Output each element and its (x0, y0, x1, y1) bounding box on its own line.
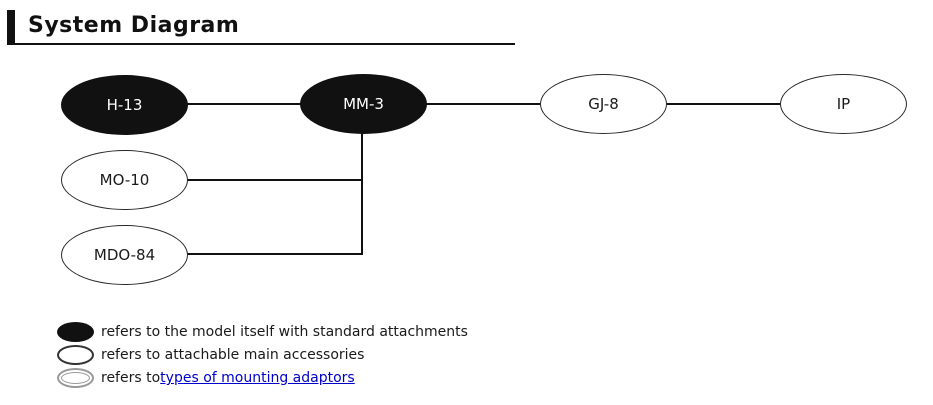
page-title: System Diagram (28, 13, 240, 38)
node-h13: H-13 (61, 75, 188, 135)
node-ip-label: IP (836, 95, 851, 113)
legend-accessories-text: refers to attachable main accessories (101, 347, 365, 363)
outline-ellipse-icon (57, 345, 94, 365)
legend-row-accessories: refers to attachable main accessories (57, 345, 468, 365)
connector-mo10-mm3 (186, 179, 363, 181)
connector-mm3-gj8 (425, 103, 542, 105)
connector-mm3-drop (361, 132, 363, 255)
node-mm3: MM-3 (300, 74, 427, 134)
legend-row-adaptors: refers to types of mounting adaptors (57, 368, 468, 388)
title-accent-bar (7, 10, 15, 45)
node-mdo84: MDO-84 (61, 225, 188, 285)
connector-mdo84-mm3 (186, 253, 363, 255)
node-ip: IP (780, 74, 907, 134)
legend-row-model: refers to the model itself with standard… (57, 322, 468, 342)
node-mm3-label: MM-3 (343, 95, 384, 113)
node-mdo84-label: MDO-84 (93, 246, 156, 264)
filled-ellipse-icon (57, 322, 94, 342)
legend-model-text: refers to the model itself with standard… (101, 324, 468, 340)
inner-ring (61, 372, 90, 384)
legend: refers to the model itself with standard… (57, 322, 468, 388)
title-underline (7, 43, 515, 45)
node-gj8-label: GJ-8 (588, 95, 619, 113)
connector-gj8-ip (665, 103, 782, 105)
double-outline-ellipse-icon (57, 368, 94, 388)
legend-adaptors-prefix: refers to (101, 370, 161, 386)
node-h13-label: H-13 (106, 96, 143, 114)
node-mo10-label: MO-10 (99, 171, 150, 189)
mounting-adaptors-link[interactable]: types of mounting adaptors (160, 370, 355, 386)
connector-h13-mm3 (186, 103, 302, 105)
node-gj8: GJ-8 (540, 74, 667, 134)
node-mo10: MO-10 (61, 150, 188, 210)
